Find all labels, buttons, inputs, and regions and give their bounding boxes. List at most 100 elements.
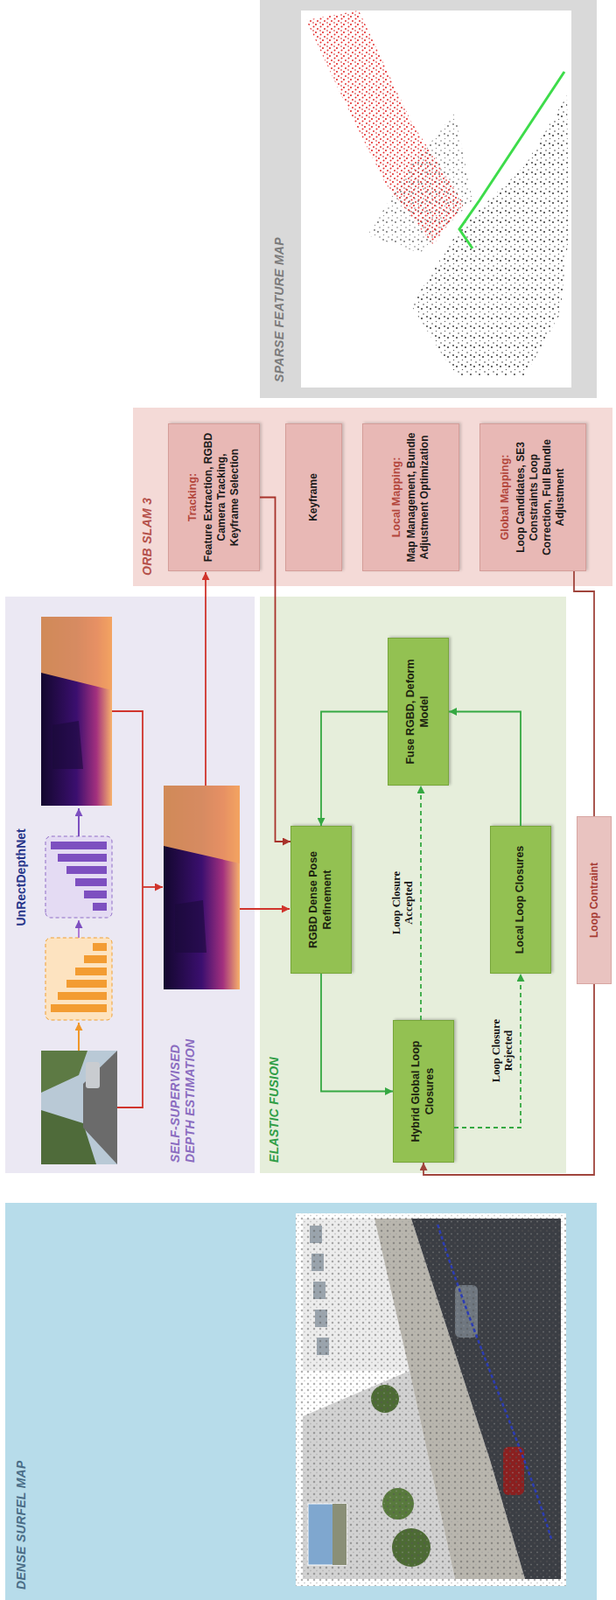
encoder-layer	[75, 967, 107, 976]
decoder-layer	[50, 841, 107, 850]
flow-arrow	[77, 1022, 80, 1051]
box-heading: Local Mapping:	[390, 457, 405, 539]
building	[302, 1218, 410, 1372]
module-panel: ORB SLAM 3 Tracking:Feature Extraction, R…	[133, 407, 613, 587]
panel-title: ORB SLAM 3	[140, 418, 155, 576]
sparse-feature-map-picture	[301, 10, 572, 388]
car	[455, 1285, 478, 1338]
panel-title: DENSE SURFEL MAP	[14, 1397, 29, 1590]
depth-far-region	[52, 721, 84, 770]
surfel-speckle	[295, 1213, 567, 1587]
tree	[41, 1050, 88, 1093]
window	[313, 1281, 326, 1300]
car	[503, 1447, 525, 1496]
depth-far-region	[175, 900, 207, 953]
encoder-block	[45, 938, 112, 1021]
connector	[420, 785, 422, 1021]
window	[311, 1253, 324, 1272]
tree	[41, 1110, 97, 1165]
flow-arrow	[77, 920, 80, 938]
car	[85, 1062, 100, 1089]
depth-image	[41, 616, 112, 806]
decoder-layer	[92, 903, 107, 911]
decoder-frame	[45, 836, 112, 918]
connector	[321, 712, 388, 827]
inset-photo	[332, 1504, 347, 1566]
tree	[382, 1488, 414, 1520]
encoder-layer	[92, 943, 107, 952]
decoder-layer	[66, 866, 107, 875]
road	[411, 1218, 561, 1580]
label-holder: UnRectDepthNet	[14, 828, 29, 926]
box-text: RGBD Dense Pose Refinement	[307, 833, 335, 966]
process-box: Global Mapping:Loop Candidates, SE3 Cons…	[479, 423, 587, 572]
network-name: UnRectDepthNet	[14, 828, 29, 926]
connector	[321, 973, 393, 1092]
window	[315, 1309, 328, 1328]
connector	[454, 973, 521, 1128]
flow-arrow	[142, 886, 163, 889]
input-image	[41, 1050, 118, 1165]
box-text: Feature Extraction, RGBD Camera Tracking…	[202, 431, 242, 564]
box-text: Fuse RGBD, Deform Model	[404, 645, 432, 778]
depth-image	[163, 785, 240, 990]
process-box: Local Mapping:Map Management, Bundle Adj…	[362, 423, 460, 572]
map-points	[367, 112, 473, 253]
edge-label-holder: Loop Closure Accepted	[389, 859, 417, 947]
camera-trajectory	[437, 1224, 552, 1540]
depth-near-region	[41, 616, 112, 691]
connector	[574, 571, 595, 817]
box-text: Loop Contraint	[588, 862, 601, 938]
output-depth-map	[41, 616, 112, 806]
decoder-layer	[75, 878, 107, 887]
edge-label: Loop Closure Rejected	[489, 1007, 517, 1095]
local-map-points	[306, 10, 464, 245]
process-box: Tracking:Feature Extraction, RGBD Camera…	[168, 423, 260, 572]
picture-ground	[301, 10, 572, 388]
connector	[423, 984, 595, 1176]
process-box: Keyframe	[285, 423, 343, 572]
map-panel: SPARSE FEATURE MAP	[259, 0, 597, 399]
box-text: Loop Candidates, SE3 Constraints Loop Co…	[514, 431, 567, 564]
panel-title: ELASTIC FUSION	[266, 987, 282, 1163]
flow-arrow	[204, 572, 207, 786]
encoder-frame	[45, 938, 112, 1021]
flow-arrow	[77, 808, 80, 837]
flow-arrow	[239, 908, 290, 910]
depth-near-region	[163, 785, 240, 864]
sky	[41, 1050, 118, 1165]
encoder-layer	[50, 1004, 107, 1013]
decoder-layer	[84, 890, 107, 899]
flow-line	[112, 711, 143, 1108]
box-text: Map Management, Bundle Adjustment Optimi…	[405, 431, 432, 564]
tree	[371, 1385, 399, 1414]
connector	[259, 497, 291, 843]
road	[83, 1050, 118, 1165]
panel-title: SELF-SUPERVISED DEPTH ESTIMATION	[168, 1022, 198, 1163]
edge-label: Loop Closure Accepted	[389, 859, 417, 947]
module-panel: SELF-SUPERVISED DEPTH ESTIMATION	[5, 596, 255, 1174]
keyframe-trajectory	[459, 71, 565, 249]
process-box: RGBD Dense Pose Refinement	[290, 826, 352, 974]
decoder-block	[45, 836, 112, 918]
process-box: Fuse RGBD, Deform Model	[387, 637, 449, 786]
edge-label-holder: Loop Closure Rejected	[489, 1007, 517, 1095]
encoder-layer	[57, 992, 107, 1001]
window	[309, 1225, 322, 1244]
decoder-layer	[57, 854, 107, 862]
encoder-layer	[66, 980, 107, 988]
box-heading: Global Mapping:	[498, 455, 513, 541]
process-box: Local Loop Closures	[490, 826, 552, 974]
window	[316, 1337, 329, 1356]
sidewalk	[374, 1218, 525, 1580]
inset-photo	[308, 1504, 347, 1566]
map-panel: DENSE SURFEL MAP	[5, 1203, 597, 1600]
connector	[448, 712, 521, 827]
process-box: Hybrid Global Loop Closures	[392, 1020, 455, 1163]
constraint-box: Loop Contraint	[576, 816, 612, 985]
